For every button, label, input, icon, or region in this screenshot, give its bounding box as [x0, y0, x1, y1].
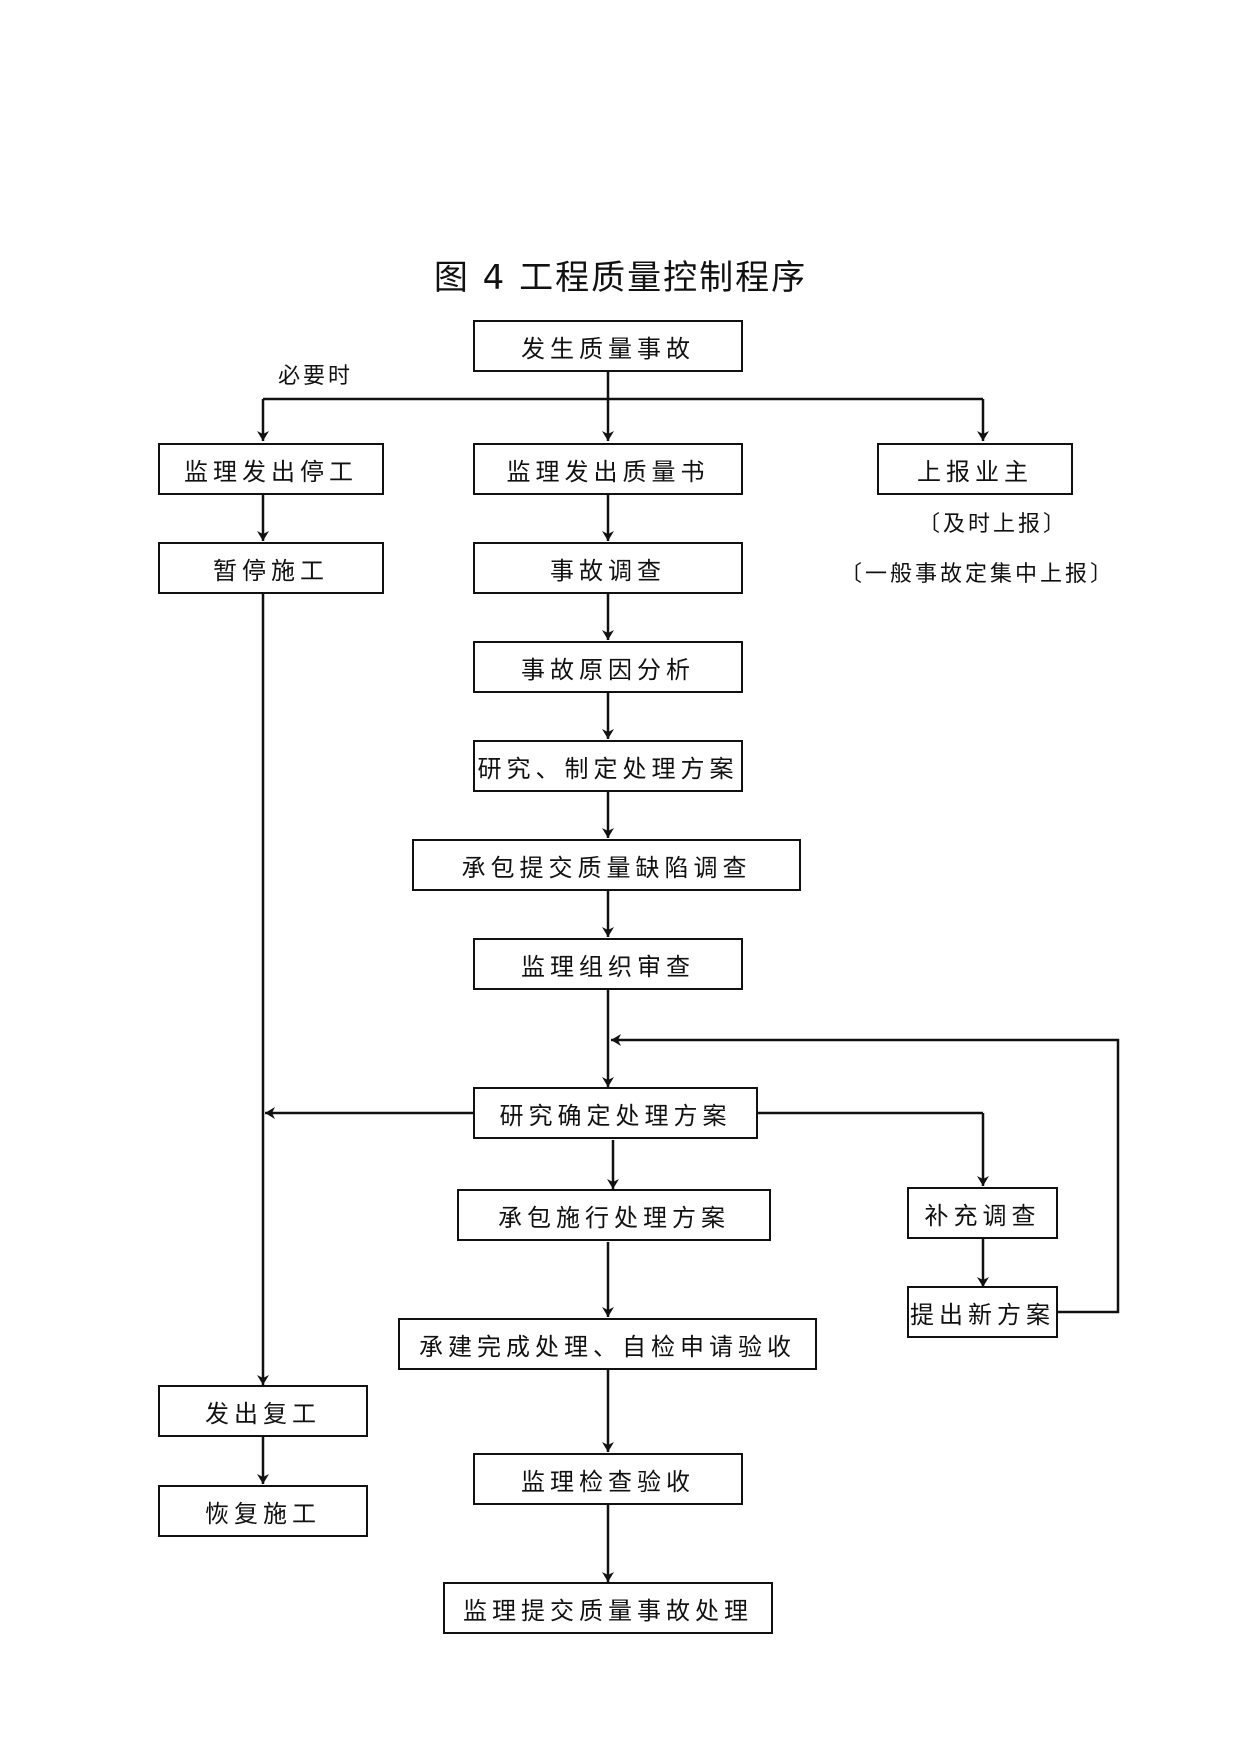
box-execute-plan: 承包施行处理方案: [457, 1189, 771, 1241]
box-quality-notice: 监理发出质量书: [473, 443, 743, 495]
box-stop-order: 监理发出停工: [158, 443, 384, 495]
box-defect-survey: 承包提交质量缺陷调查: [412, 839, 801, 891]
box-resume-construction: 恢复施工: [158, 1485, 368, 1537]
box-final-report: 监理提交质量事故处理: [443, 1582, 773, 1634]
box-report-owner: 上报业主: [877, 443, 1073, 495]
box-supplement-survey: 补充调查: [907, 1187, 1058, 1239]
box-draft-plan: 研究、制定处理方案: [473, 740, 743, 792]
box-decide-plan: 研究确定处理方案: [473, 1087, 758, 1139]
loop-back-connector: [611, 1034, 1120, 1314]
box-pause-construction: 暂停施工: [158, 542, 384, 594]
diagram-title: 图 4 工程质量控制程序: [433, 258, 808, 298]
box-self-check: 承建完成处理、自检申请验收: [398, 1318, 817, 1370]
note-when-needed: 必要时: [278, 364, 354, 389]
box-resume-order: 发出复工: [158, 1385, 368, 1437]
box-inspection: 监理检查验收: [473, 1453, 743, 1505]
box-new-plan: 提出新方案: [907, 1286, 1058, 1338]
box-review: 监理组织审查: [473, 938, 743, 990]
note-general-report: 〔一般事故定集中上报〕: [840, 562, 1116, 587]
note-report-timely: 〔及时上报〕: [918, 512, 1069, 537]
box-cause-analysis: 事故原因分析: [473, 641, 743, 693]
box-investigation: 事故调查: [473, 542, 743, 594]
box-accident: 发生质量事故: [473, 320, 743, 372]
